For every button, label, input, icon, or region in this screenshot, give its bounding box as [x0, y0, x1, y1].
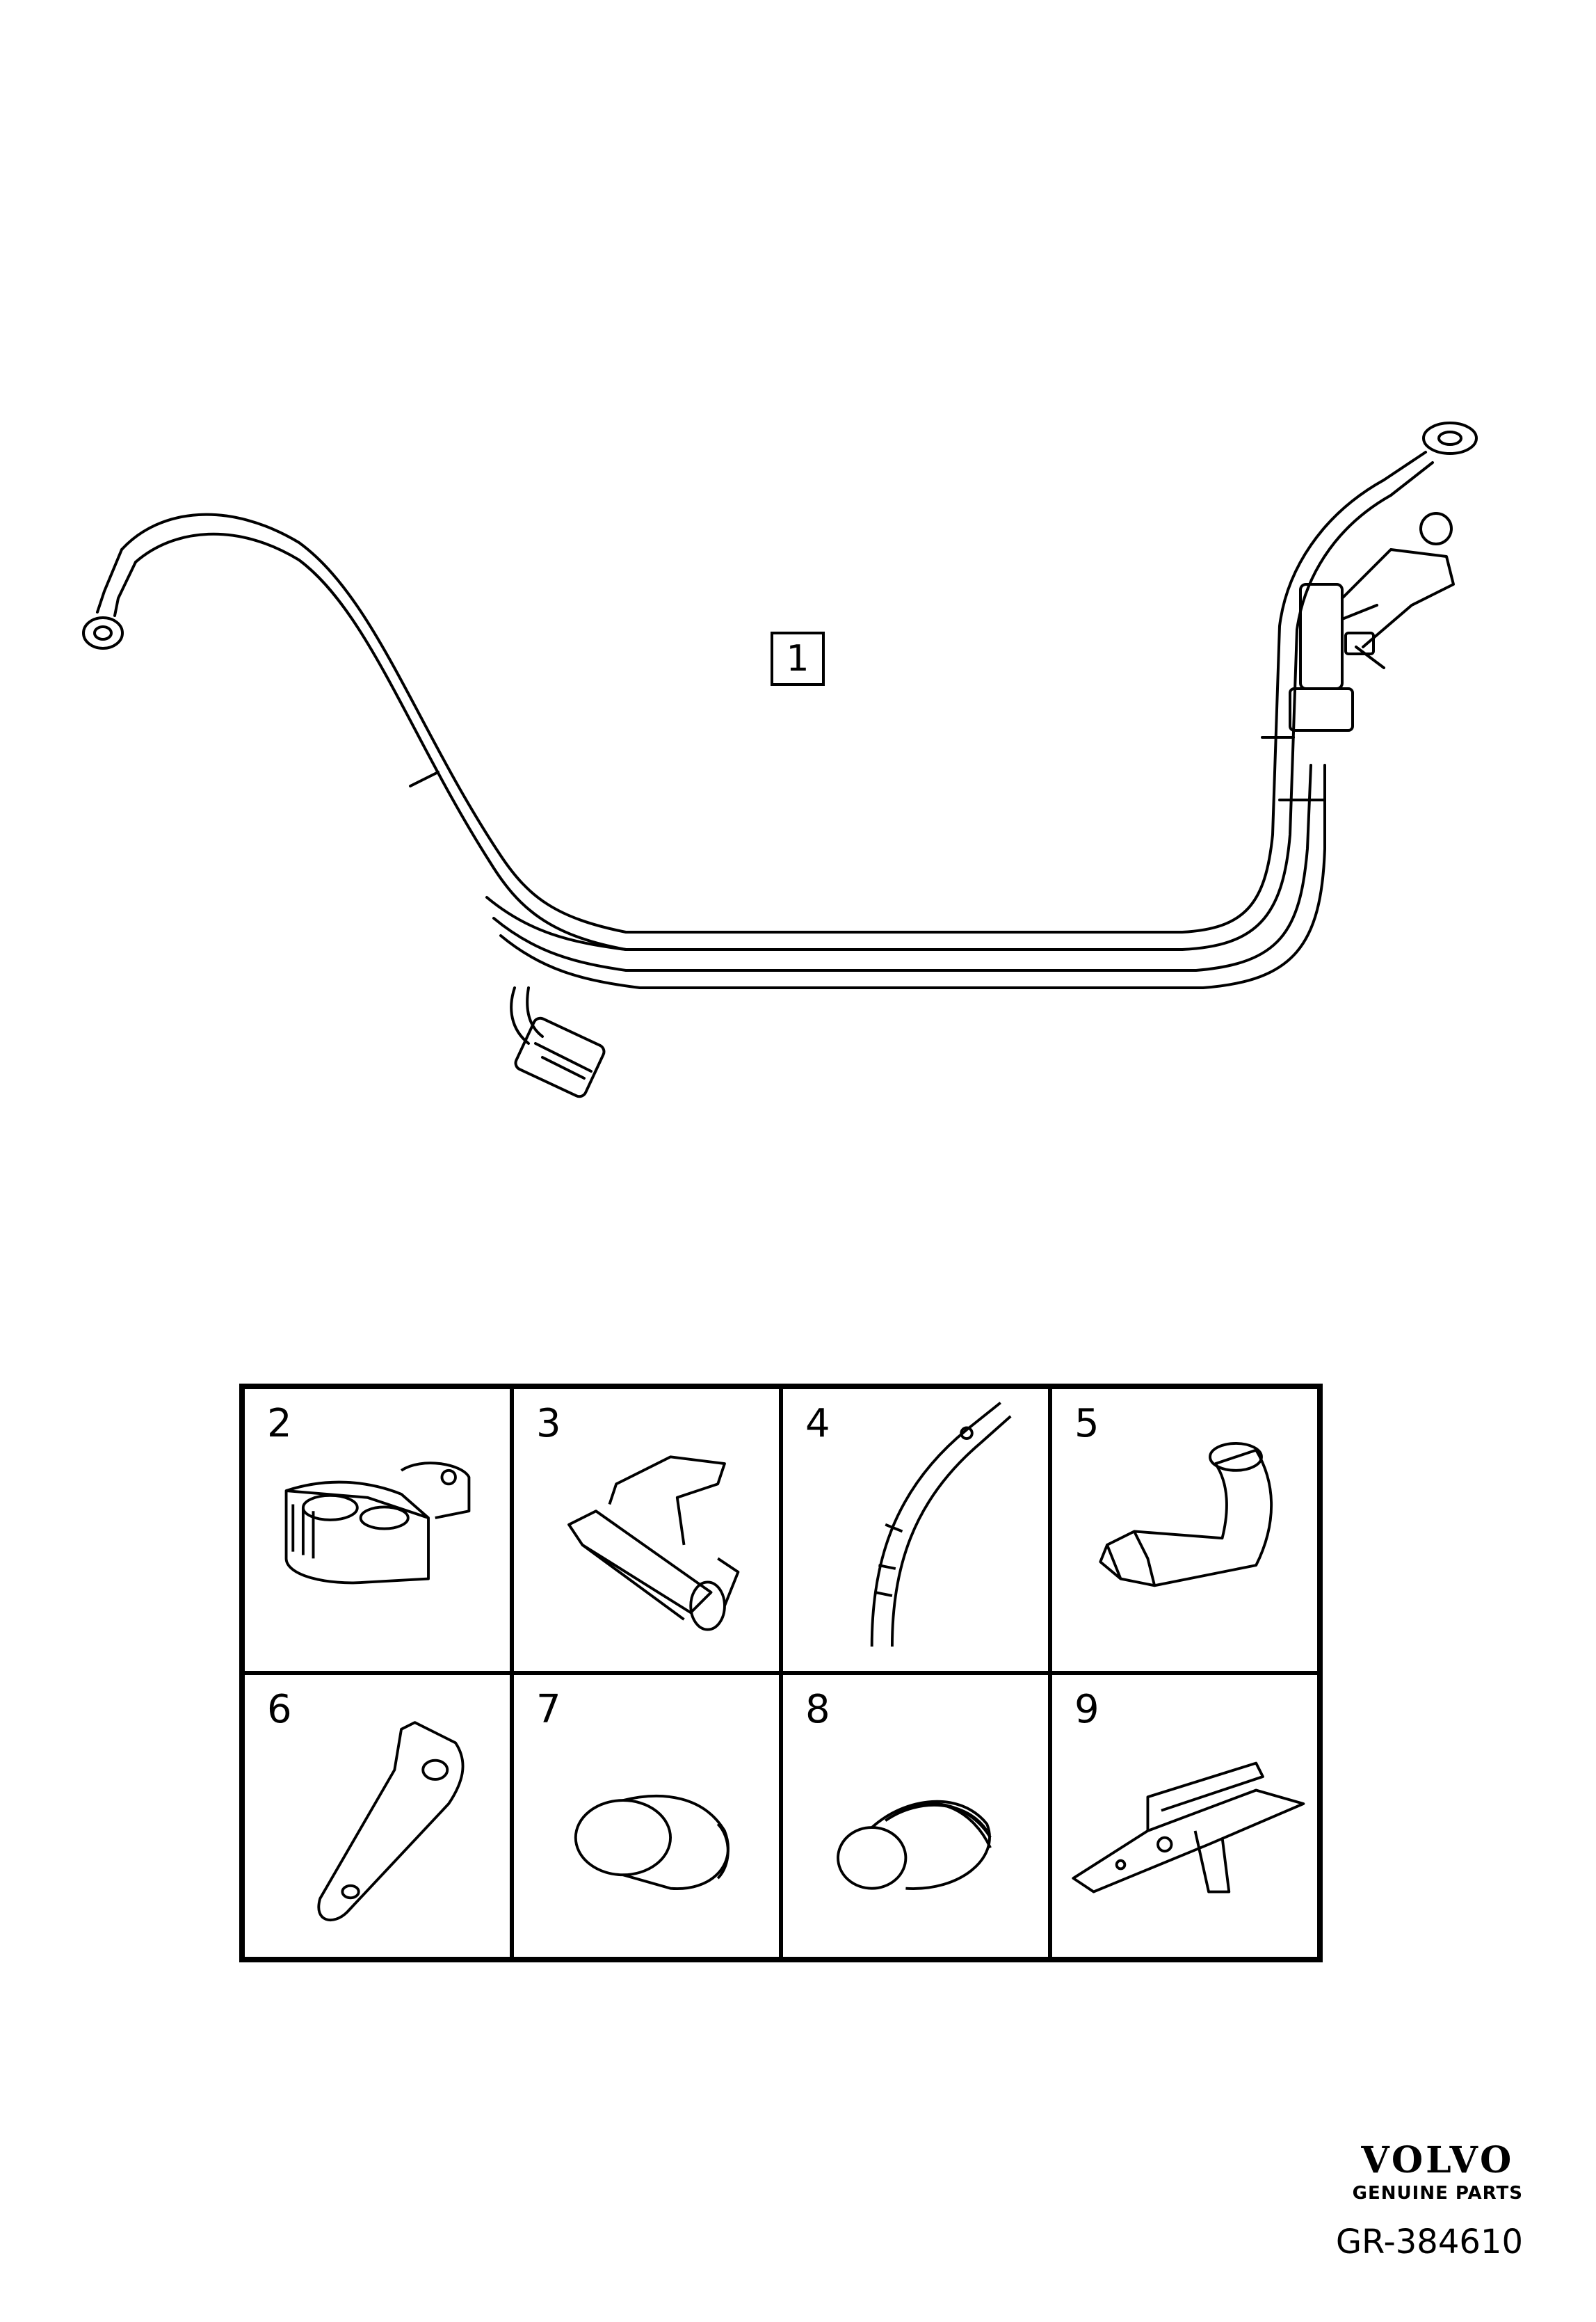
part-cell-3: 3	[512, 1387, 781, 1673]
part-number: 3	[536, 1401, 561, 1446]
ribbed-grommet-icon	[837, 1800, 992, 1890]
part-number: 9	[1074, 1687, 1099, 1732]
brand-tagline: GENUINE PARTS	[1352, 2183, 1523, 2204]
part-number: 4	[805, 1401, 830, 1446]
diagram-reference: GR-384610	[1335, 2223, 1523, 2261]
part-cell-4: 4	[781, 1387, 1050, 1673]
part-number: 7	[536, 1687, 561, 1732]
parts-grid: 2 3 4	[239, 1384, 1323, 1962]
bracket-plate-icon	[317, 1721, 465, 1922]
terminal-cover-icon	[284, 1462, 471, 1585]
brand-logo: VOLVO GENUINE PARTS	[1353, 2143, 1523, 2204]
part-cell-9: 9	[1050, 1673, 1319, 1959]
part-cell-8: 8	[781, 1673, 1050, 1959]
elbow-grommet-icon	[1099, 1441, 1273, 1587]
brand-name: VOLVO	[1361, 2139, 1515, 2181]
mounting-clip-icon	[1072, 1761, 1305, 1893]
part-cell-2: 2	[243, 1387, 512, 1673]
part-number: 5	[1074, 1401, 1099, 1446]
part-cell-6: 6	[243, 1673, 512, 1959]
cable-clip-icon	[567, 1455, 740, 1631]
part-number: 8	[805, 1687, 830, 1732]
part-number: 2	[267, 1401, 292, 1446]
part-cell-7: 7	[512, 1673, 781, 1959]
part-number: 6	[267, 1687, 292, 1732]
callout-label: 1	[786, 638, 809, 680]
callout-1: 1	[771, 632, 825, 686]
rubber-plug-icon	[574, 1794, 730, 1890]
part-cell-5: 5	[1050, 1387, 1319, 1673]
cable-guide-icon	[870, 1401, 1012, 1647]
